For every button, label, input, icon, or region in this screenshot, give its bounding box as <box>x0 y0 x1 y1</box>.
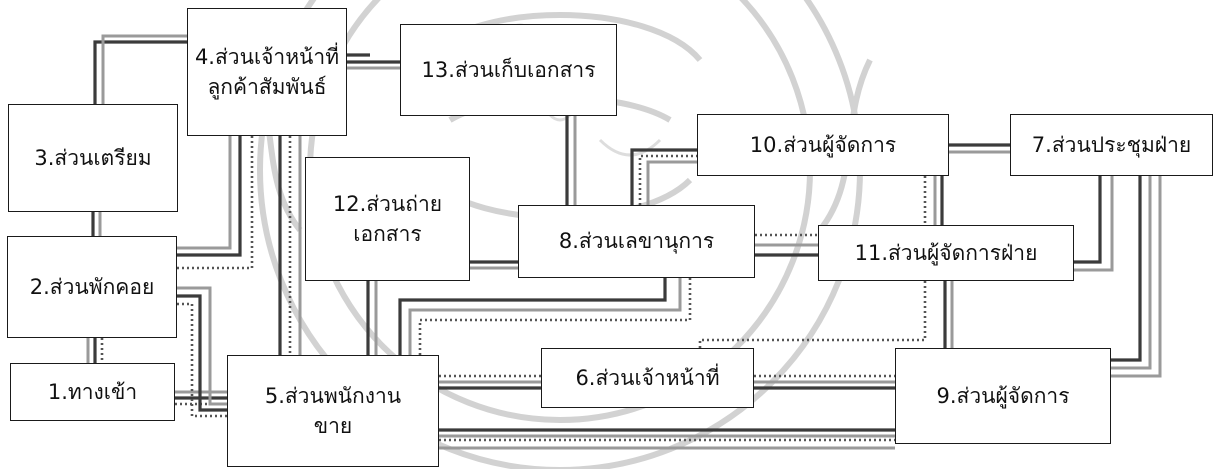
node-13-label: 13.ส่วนเก็บเอกสาร <box>421 57 596 82</box>
node-6-officer: 6.ส่วนเจ้าหน้าที่ <box>541 348 754 408</box>
connector-line <box>408 278 682 355</box>
connector-line <box>177 302 227 418</box>
node-3-label: 3.ส่วนเตรียม <box>34 145 152 170</box>
connector-line <box>177 136 232 250</box>
connector-line <box>398 278 667 355</box>
node-8-label: 8.ส่วนเลขานุการ <box>558 229 715 254</box>
node-7-label: 7.ส่วนประชุมฝ่าย <box>1031 132 1192 157</box>
connector-line <box>1111 176 1142 362</box>
node-3-preparation: 3.ส่วนเตรียม <box>8 104 178 212</box>
connector-line <box>1111 176 1152 370</box>
node-6-label: 6.ส่วนเจ้าหน้าที่ <box>575 365 720 390</box>
node-4-label-line2: ลูกค้าสัมพันธ์ <box>207 75 327 99</box>
node-7-department-meeting: 7.ส่วนประชุมฝ่าย <box>1010 114 1213 176</box>
node-9-label: 9.ส่วนผู้จัดการ <box>936 383 1070 408</box>
node-8-secretary: 8.ส่วนเลขานุการ <box>518 205 755 278</box>
connector-line <box>1074 176 1114 272</box>
connector-line <box>177 294 227 412</box>
node-1-label: 1.ทางเข้า <box>47 379 138 404</box>
node-9-manager: 9.ส่วนผู้จัดการ <box>895 348 1111 444</box>
node-5-label-line1: 5.ส่วนพนักงาน <box>264 383 402 408</box>
connector-line <box>638 154 697 205</box>
node-4-customer-relations: 4.ส่วนเจ้าหน้าที่ ลูกค้าสัมพันธ์ <box>187 8 347 136</box>
node-11-department-manager: 11.ส่วนผู้จัดการฝ่าย <box>818 225 1074 281</box>
node-10-label: 10.ส่วนผู้จัดการ <box>749 132 897 157</box>
connector-line <box>1111 176 1162 378</box>
connector-line <box>177 136 242 257</box>
node-5-label-line2: ขาย <box>313 414 353 438</box>
node-12-label-line1: 12.ส่วนถ่าย <box>332 191 443 216</box>
node-11-label: 11.ส่วนผู้จัดการฝ่าย <box>854 240 1038 265</box>
node-5-sales-staff: 5.ส่วนพนักงาน ขาย <box>227 355 439 467</box>
connector-line <box>93 40 187 104</box>
connector-line <box>177 286 227 406</box>
node-10-manager: 10.ส่วนผู้จัดการ <box>697 114 949 176</box>
node-2-label: 2.ส่วนพักคอย <box>29 274 155 299</box>
connector-line <box>1074 176 1102 264</box>
node-2-waiting: 2.ส่วนพักคอย <box>7 236 177 338</box>
node-12-label-line2: เอกสาร <box>353 222 422 246</box>
connector-line <box>630 148 697 205</box>
node-4-label-line1: 4.ส่วนเจ้าหน้าที่ <box>194 44 340 69</box>
connector-line <box>101 34 187 104</box>
node-13-document-storage: 13.ส่วนเก็บเอกสาร <box>400 24 617 116</box>
connector-line <box>177 136 254 270</box>
connector-line <box>646 160 697 205</box>
node-1-entrance: 1.ทางเข้า <box>10 363 175 421</box>
node-12-copy-room: 12.ส่วนถ่าย เอกสาร <box>305 157 470 281</box>
connector-line <box>418 278 692 355</box>
